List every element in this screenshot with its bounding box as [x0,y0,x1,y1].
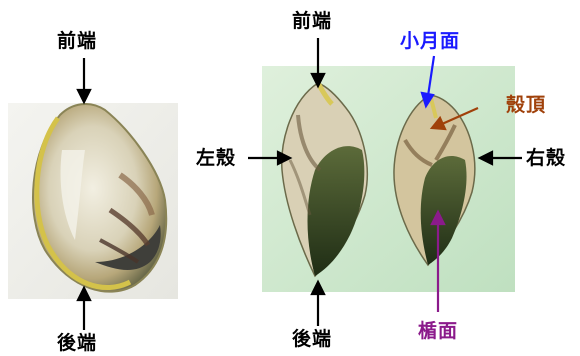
lunule-label: 小月面 [400,30,460,52]
escutcheon-label: 楯面 [418,320,458,342]
left-back-label: 後端 [57,332,97,354]
right-front-label: 前端 [292,10,332,32]
left-valve-label: 左殼 [196,147,236,169]
left-front-label: 前端 [57,30,97,52]
right-back-label: 後端 [292,328,332,350]
umbo-label: 殼頂 [506,94,546,116]
right-valve-label: 右殼 [526,147,566,169]
